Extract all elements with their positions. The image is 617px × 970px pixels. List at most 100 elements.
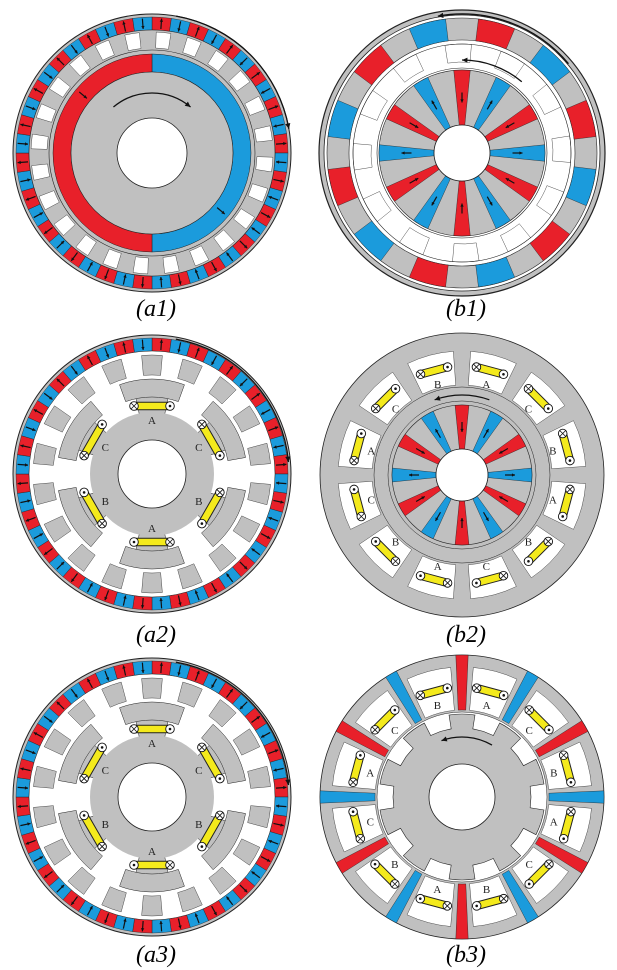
b2-coil-conductor-cross [358, 513, 365, 520]
a2-magnet-arrow-head [251, 548, 255, 552]
phase-label-C: C [526, 859, 533, 871]
phase-label-A: A [482, 379, 490, 391]
a2-tooth-shoe [201, 400, 246, 461]
b1-inner-rotor-spoke-arrow-head [431, 201, 435, 206]
a3-tooth-shoe [201, 723, 246, 784]
panel-b1-diagram [318, 9, 606, 297]
b1-rotation-arrow-inner-head [462, 57, 468, 63]
a2-magnet-arrow-head [275, 481, 280, 485]
a2-magnet-arrow-head [27, 499, 31, 503]
b1-inner-rotor-spoke-arrow-head [414, 178, 419, 182]
b2-coil-conductor-cross [417, 371, 424, 378]
phase-label-C: C [392, 404, 399, 416]
a1-slot [189, 245, 210, 267]
a2-magnet-arrow-head [243, 565, 248, 570]
phase-label-C: C [526, 725, 533, 737]
a2-tooth-shoe [119, 546, 185, 570]
phase-label-B: B [195, 819, 202, 831]
a3-coil-conductor-dot [100, 746, 104, 749]
b3-coil-conductor-dot [359, 753, 362, 757]
phase-label-A: A [550, 817, 558, 829]
a3-modulator [33, 805, 57, 829]
phase-label-C: C [102, 442, 109, 454]
a2-coil-conductor-dot [200, 522, 204, 525]
a3-coil [80, 744, 106, 782]
a3-magnet-arrow-head [89, 906, 93, 910]
a1-slot [182, 37, 202, 58]
b2-rotor-shaft-bore [435, 448, 489, 502]
b3-coil-conductor-dot [351, 810, 355, 813]
a2-magnet-arrow-head [239, 382, 244, 387]
b3-tooth-magnet [335, 720, 389, 758]
a3-magnet-arrow-head [71, 901, 75, 905]
b2-rotor-spoke-arrow-head [511, 473, 515, 477]
b3-coil-conductor-dot [562, 837, 565, 841]
a3-magnet-arrow-head [20, 767, 24, 771]
a2-modulator [43, 405, 72, 433]
phase-label-B: B [195, 496, 202, 508]
a3-modulator [232, 838, 261, 866]
a1-outer-magnet-arrow-head [226, 252, 230, 256]
a3-modulator [208, 699, 237, 728]
a1-slot [244, 95, 266, 116]
b3-coil-conductor-cross [500, 895, 508, 902]
a3-magnet-arrow-head [33, 732, 38, 736]
b3-coil-conductor-cross [371, 726, 379, 734]
a2-coil-conductor-dot [82, 491, 86, 494]
a1-outer-magnet-arrow-head [266, 214, 271, 218]
b2-coil-conductor-dot [360, 432, 363, 435]
a2-magnet-arrow-head [105, 354, 110, 358]
caption-a3: (a3) [136, 942, 176, 968]
phase-label-B: B [102, 496, 109, 508]
b1-inner-rotor-spoke-arrow-head [401, 151, 405, 155]
a1-slot [207, 50, 229, 72]
a3-coil-conductor-cross [80, 775, 88, 782]
a3-magnet-arrow-head [261, 734, 265, 738]
a3-magnet-arrow-head [39, 856, 43, 860]
a1-slot [162, 255, 180, 274]
a2-coil-conductor-cross [98, 520, 106, 527]
b1-slot [551, 135, 572, 163]
a1-outer-magnet-arrow-head [194, 269, 199, 273]
b1-rotation-arrow-outer [437, 13, 569, 65]
a3-coil [80, 812, 106, 850]
a3-modulator [177, 886, 203, 913]
a2-coil-conductor-cross [198, 421, 206, 428]
a3-modulator [232, 728, 261, 756]
a3-modulator [247, 805, 271, 829]
a2-magnet-arrow-head [140, 605, 145, 609]
a2-modulator [247, 482, 271, 506]
a1-outer-magnet-arrow-head [213, 267, 217, 272]
a3-modulator [141, 677, 163, 699]
b3-coil-conductor-dot [569, 781, 573, 784]
a3-magnet-arrow-head [60, 884, 65, 889]
a3-magnet-arrow-head [49, 719, 53, 723]
a3-tooth-shoe [119, 701, 185, 725]
a3-magnet-arrow-head [213, 911, 217, 916]
b1-rotation-arrow-outer-head [437, 12, 444, 18]
a1-outer-magnet-arrow-head [243, 244, 248, 249]
a1-outer-magnet-arrow-head [177, 28, 181, 32]
b2-coil-conductor-cross [559, 430, 566, 437]
b1-outer-magnet [353, 220, 395, 262]
b3-coil-conductor-cross [349, 779, 357, 786]
b3-coil-conductor-cross [391, 880, 399, 888]
a1-slot [102, 248, 122, 269]
a1-outer-magnet-arrow-head [33, 88, 38, 92]
a1-outer-magnet-arrow-head [24, 142, 29, 146]
a2-modulator [208, 543, 237, 572]
a3-magnet-arrow-head [251, 871, 255, 875]
phase-label-C: C [367, 817, 374, 829]
a2-magnet-arrow-head [256, 393, 260, 397]
a2-magnet-arrow-head [274, 426, 279, 430]
a3-magnet-arrow-head [56, 701, 61, 706]
phase-label-C: C [483, 561, 490, 573]
a1-outer-magnet-arrow-head [141, 25, 145, 30]
b2-coil-conductor-cross [500, 572, 507, 579]
phase-label-B: B [525, 536, 532, 548]
a2-tooth-shoe [119, 378, 185, 402]
b2-coil-conductor-dot [502, 373, 505, 376]
a2-magnet-arrow-head [60, 561, 65, 566]
